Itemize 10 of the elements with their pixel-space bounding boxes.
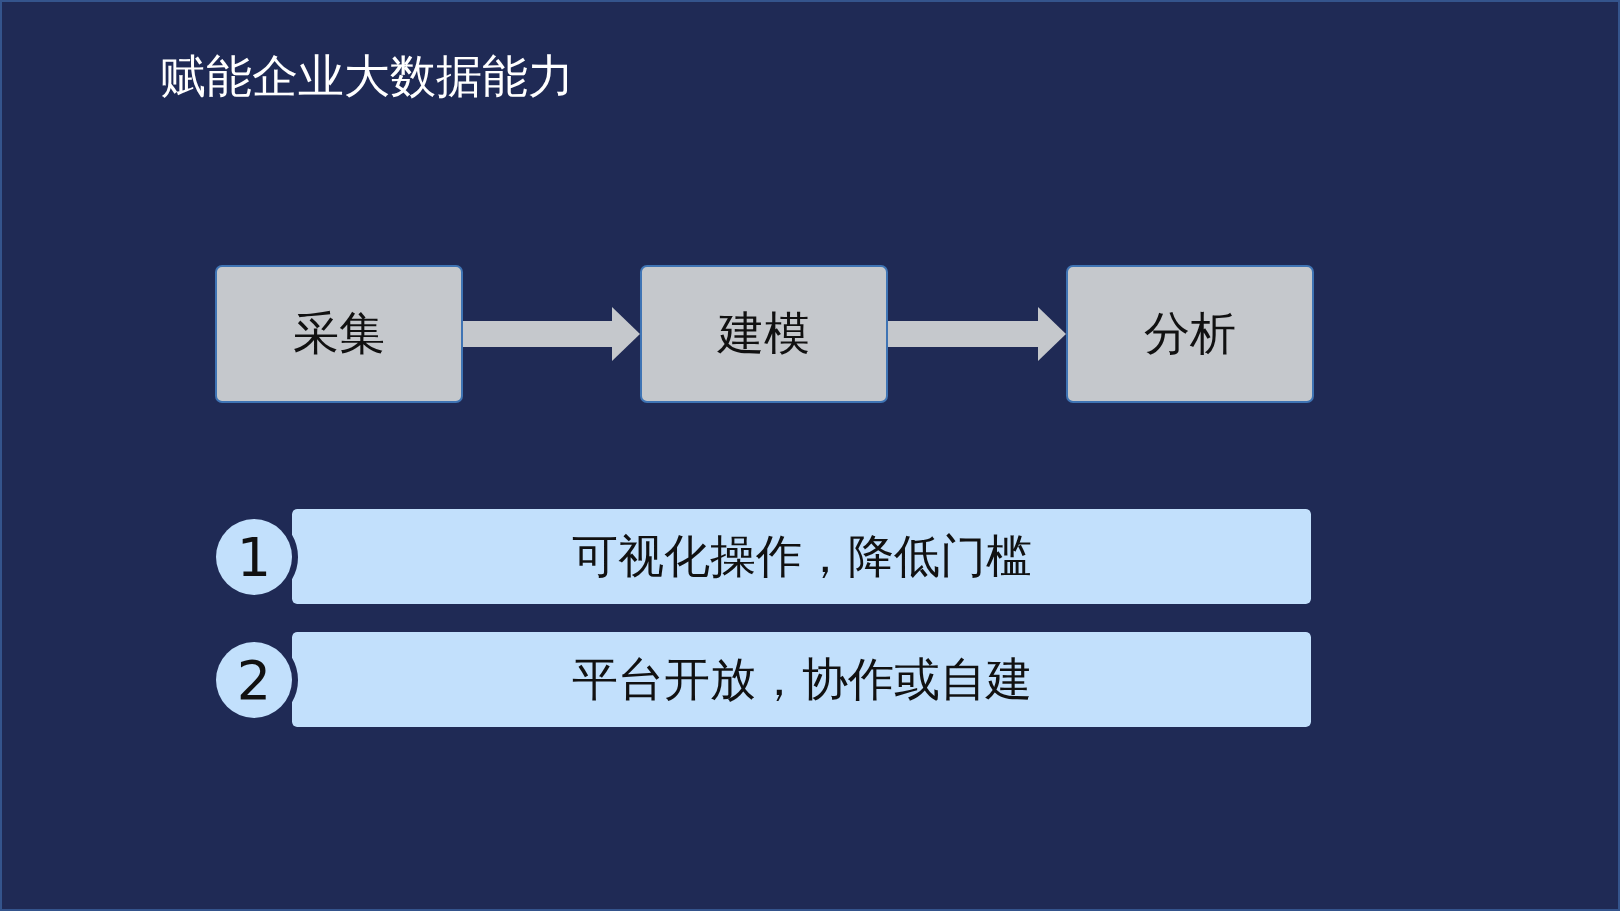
process-box: 建模 [640,265,888,403]
process-box: 分析 [1066,265,1314,403]
text-banner: 可视化操作，降低门槛 [292,509,1311,604]
process-box: 采集 [215,265,463,403]
arrow [888,307,1066,361]
arrow [463,307,640,361]
text-banner: 平台开放，协作或自建 [292,632,1311,727]
number-circle: 1 [216,519,292,595]
slide-title: 赋能企业大数据能力 [160,48,574,104]
number-circle: 2 [216,642,292,718]
